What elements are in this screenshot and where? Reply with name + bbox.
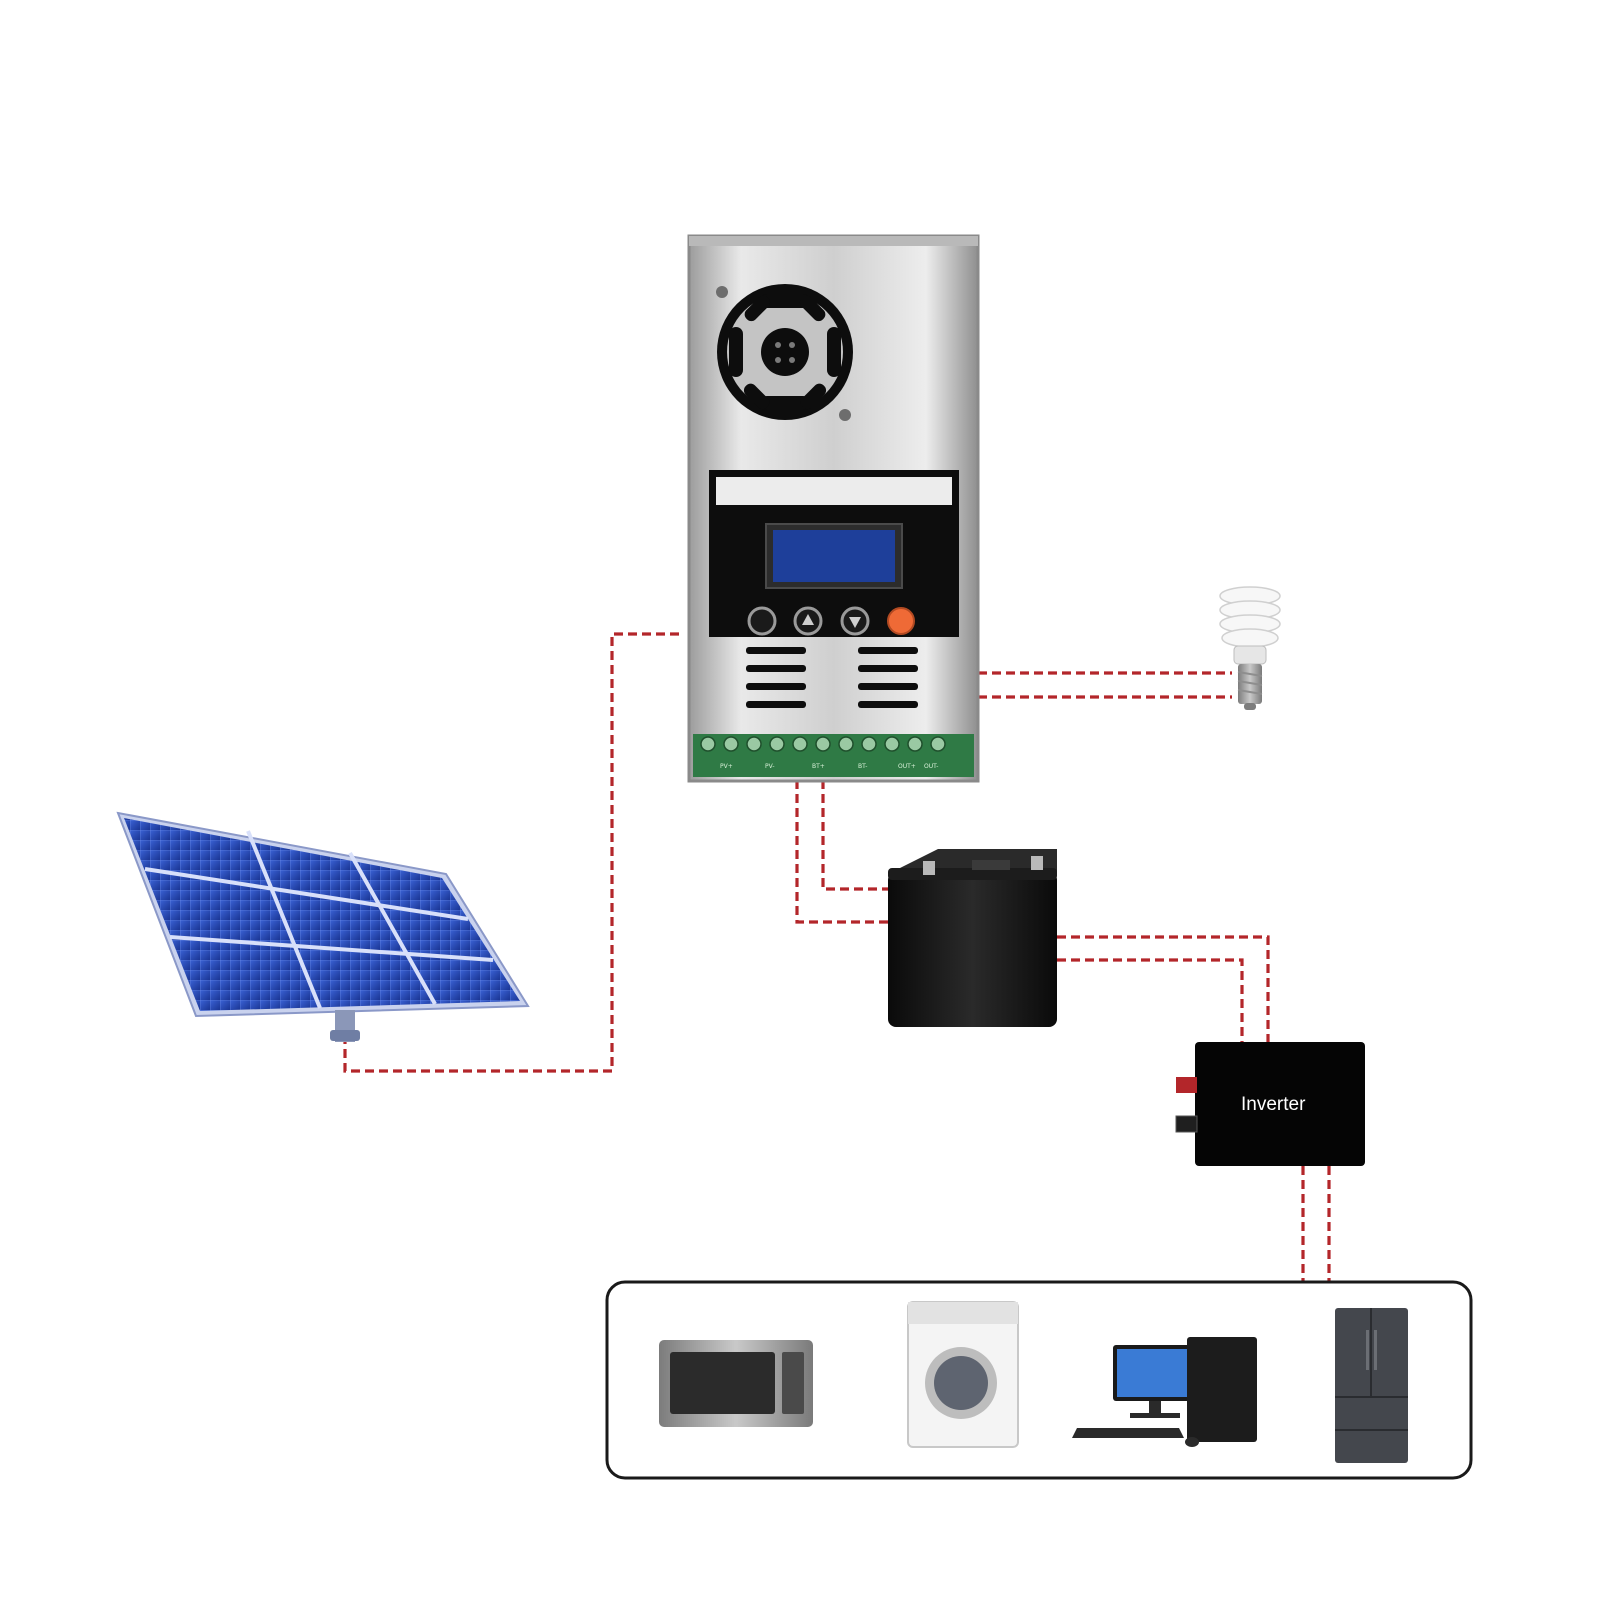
terminal-label: BT- — [858, 763, 867, 770]
terminal-label: OUT+ — [898, 763, 916, 770]
fan-hub-dot — [775, 342, 781, 348]
fan-screw-bottom — [839, 409, 851, 421]
fan-hub-dot — [775, 357, 781, 363]
fridge-handle — [1366, 1330, 1369, 1370]
terminal-labels: PV+ PV- BT+ BT- OUT+ OUT- — [720, 763, 938, 770]
lamp-spiral-coil — [1221, 628, 1279, 648]
mouse — [1185, 1437, 1199, 1447]
wire-battery-to-inverter-b — [1057, 958, 1244, 1042]
battery-body — [888, 872, 1057, 1027]
controller-top-rim — [689, 236, 978, 246]
wiring — [343, 632, 1331, 1282]
inverter: Inverter — [1175, 1042, 1365, 1166]
keyboard — [1072, 1428, 1184, 1438]
fridge-handle — [1374, 1330, 1377, 1370]
solar-panel-post-cap — [330, 1030, 360, 1041]
esc-button[interactable] — [747, 606, 777, 636]
fan-hub — [761, 328, 809, 376]
wire-battery-to-inverter-a — [1057, 935, 1270, 1042]
terminal-block-board — [693, 734, 974, 777]
down-arrow-icon — [849, 617, 861, 628]
wire-controller-to-battery-negative — [795, 780, 888, 924]
cooling-fan — [716, 284, 853, 421]
fan-hub-dot — [789, 357, 795, 363]
microwave-keypad — [782, 1352, 804, 1414]
appliances-box — [605, 1280, 1473, 1480]
terminal-screws — [700, 736, 946, 752]
monitor-screen — [1117, 1349, 1193, 1397]
lcd-screen — [773, 530, 895, 582]
washer-control-panel — [908, 1302, 1018, 1324]
inverter-body — [1195, 1042, 1365, 1166]
controller-vents — [746, 647, 918, 708]
charge-controller: PV+ PV- BT+ BT- OUT+ OUT- — [687, 234, 980, 783]
battery-vent-cap — [972, 860, 1010, 870]
fan-hub-dot — [789, 342, 795, 348]
terminal-label: PV+ — [720, 763, 733, 770]
inverter-label: Inverter — [1241, 1094, 1306, 1115]
solar-panel-cells — [124, 818, 520, 1011]
solar-panel — [116, 811, 530, 1042]
desktop-computer-icon — [1072, 1337, 1257, 1447]
solar-panel-grid — [144, 830, 494, 1009]
wire-controller-to-battery-positive — [821, 780, 888, 891]
up-arrow-icon — [802, 614, 814, 625]
lamp-contact — [1244, 703, 1256, 710]
battery-terminal-positive — [923, 861, 935, 875]
battery-terminal-negative — [1031, 856, 1043, 870]
terminal-block: PV+ PV- BT+ BT- OUT+ OUT- — [693, 734, 974, 777]
terminal-label: OUT- — [924, 763, 938, 770]
control-panel — [709, 470, 959, 637]
monitor-base — [1130, 1413, 1180, 1418]
cfl-lamp — [1219, 586, 1281, 710]
washer-door-glass — [934, 1356, 988, 1410]
lamp-screw-threads — [1237, 671, 1263, 695]
refrigerator-icon — [1335, 1308, 1408, 1463]
fan-screw-top — [716, 286, 728, 298]
microwave-icon — [659, 1340, 813, 1427]
control-panel-label-strip — [716, 477, 952, 505]
terminal-label: BT+ — [812, 763, 825, 770]
pc-tower — [1187, 1337, 1257, 1442]
battery — [888, 849, 1057, 1027]
enter-button[interactable] — [887, 607, 915, 635]
washing-machine-icon — [907, 1301, 1019, 1448]
wire-panel-to-controller — [343, 632, 683, 1073]
terminal-label: PV- — [765, 763, 775, 770]
monitor-stand — [1149, 1401, 1161, 1415]
inverter-terminal-negative — [1175, 1115, 1198, 1133]
inverter-terminal-positive — [1176, 1077, 1197, 1093]
microwave-window — [670, 1352, 775, 1414]
lamp-neck — [1233, 645, 1267, 665]
fan-grille-slots — [729, 294, 841, 410]
